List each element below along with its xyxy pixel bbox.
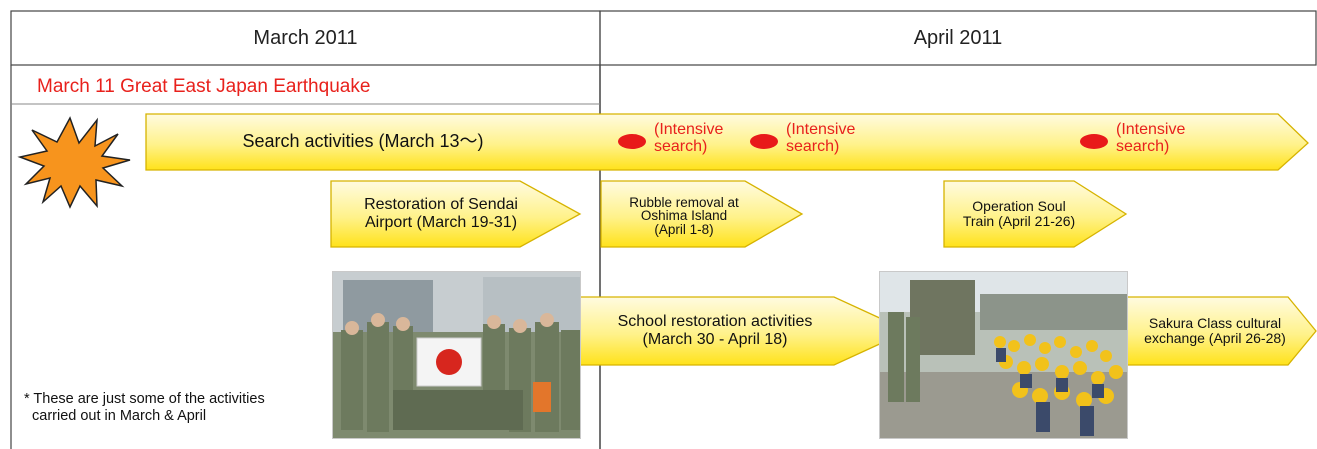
month-header-march: March 2011: [11, 12, 600, 64]
footnote: * These are just some of the activities …: [24, 391, 265, 426]
earthquake-event-title: March 11 Great East Japan Earthquake: [37, 76, 371, 97]
month-label-march: March 2011: [253, 26, 358, 49]
activity-school-restoration: School restoration activities (March 30 …: [617, 313, 813, 348]
activity-shape-oshima: [600, 180, 804, 248]
intensive-search-label: (Intensive search): [654, 121, 724, 155]
intensive-search-dot: [750, 134, 778, 149]
activity-shape-soul-train: [943, 180, 1128, 248]
intensive-search-label: (Intensive search): [786, 121, 856, 155]
activity-sendai-airport: Restoration of Sendai Airport (March 19-…: [364, 196, 518, 231]
intensive-search-label: (Intensive search): [1116, 121, 1186, 155]
footnote-line-1: * These are just some of the activities: [24, 391, 265, 407]
intensive-search-marker: (Intensive search): [750, 121, 856, 156]
activity-oshima-rubble: Rubble removal at Oshima Island (April 1…: [629, 194, 739, 237]
intensive-search-marker: (Intensive search): [1080, 121, 1186, 156]
activity-sakura-class: Sakura Class cultural exchange (April 26…: [1144, 314, 1286, 346]
activity-shape-sendai: [330, 180, 582, 248]
footnote-line-2: carried out in March & April: [32, 408, 207, 425]
photo-soldiers-with-flag-image: [333, 272, 580, 438]
month-label-april: April 2011: [913, 26, 1003, 49]
search-activities-label: Search activities (March 13〜): [242, 131, 484, 152]
activity-soul-train: Operation Soul Train (April 21-26): [962, 197, 1076, 229]
search-activities-banner-shape: [145, 113, 1309, 171]
intensive-search-dot: [1080, 134, 1108, 149]
intensive-search-marker: (Intensive search): [618, 121, 724, 156]
photo-children-with-soldiers: [879, 271, 1128, 439]
month-header-april: April 2011: [600, 12, 1316, 64]
burst-icon: [17, 116, 131, 209]
month-header-april-cell: [599, 10, 1317, 66]
photo-children-with-soldiers-image: [880, 272, 1127, 438]
photo-soldiers-with-flag: [332, 271, 581, 439]
intensive-search-dot: [618, 134, 646, 149]
